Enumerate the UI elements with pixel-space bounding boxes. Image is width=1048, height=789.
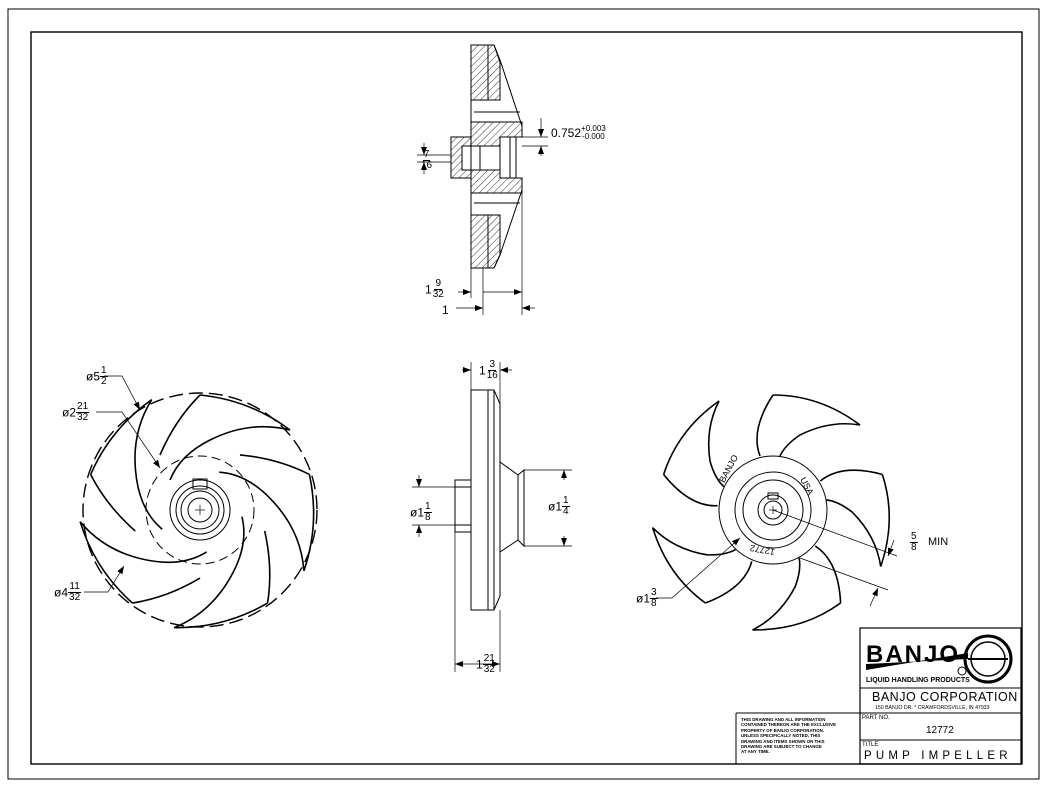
dim-side-left-den: 8: [425, 512, 431, 523]
dim-side-right-num: 1: [562, 495, 570, 507]
title-label: TITLE: [862, 742, 879, 748]
outer-border: [7, 8, 1040, 780]
dim-side-right-sym: ø1: [548, 499, 563, 514]
dim-back-min-num: 5: [910, 531, 918, 543]
back-view: [634, 390, 911, 655]
notice-line: CONTAINED THEREON ARE THE EXCLUSIVE: [741, 722, 836, 728]
dim-back-hub-sym: ø1: [636, 591, 651, 606]
notice-line: DRAWING ARE SUBJECT TO CHANGE: [741, 744, 822, 750]
notice-line: THIS DRAWING AND ALL INFORMATION: [741, 717, 826, 722]
dim-front-bottom-den: 32: [69, 592, 81, 603]
dim-front-outer-den: 2: [101, 376, 107, 387]
dim-front-bottom-sym: ø4: [54, 585, 69, 600]
part-no-label: PART NO.: [862, 715, 890, 721]
dim-side-bottom-den: 32: [483, 664, 495, 675]
part-no-value: 12772: [926, 725, 954, 736]
dim-back-hub-num: 3: [650, 587, 658, 599]
dim-recess-num: 7: [422, 149, 431, 161]
dim-back-min-den: 8: [911, 542, 917, 553]
dim-face-whole: 1: [442, 302, 449, 317]
dim-side-bottom-num: 21: [482, 653, 496, 665]
dim-back-hub-den: 8: [651, 598, 657, 609]
dim-hub-length-whole: 1: [425, 282, 432, 297]
dim-face: 1: [442, 302, 449, 318]
notice-line: AT ANY TIME.: [741, 749, 770, 755]
dim-side-right-den: 4: [563, 506, 569, 517]
company-name: BANJO CORPORATION: [872, 690, 1018, 704]
notice-line: UNLESS SPECIFICALLY NOTED, THIS: [741, 733, 821, 739]
title-block: [735, 627, 1022, 765]
notice-line: PROPERTY OF BANJO CORPORATION.: [741, 727, 825, 733]
dim-front-outer-sym: ø5: [86, 369, 101, 384]
dim-bore-base: 0.752: [551, 126, 582, 140]
dim-side-top-num: 3: [488, 359, 497, 371]
logo-subtitle: LIQUID HANDLING PRODUCTS: [866, 677, 970, 684]
dim-bore-minus: -0.000: [582, 132, 605, 141]
front-view: [58, 375, 338, 657]
dim-back-min-suffix: MIN: [928, 536, 949, 548]
notice-line: DRAWING AND ITEMS SHOWN ON THIS: [741, 738, 825, 744]
dim-bore-plus: +0.003: [581, 124, 606, 133]
section-view: [417, 44, 548, 315]
side-view: [412, 362, 572, 672]
company-address: 150 BANJO DR. * CRAWFORDSVILLE, IN 47933: [875, 705, 990, 711]
dim-front-bottom-num: 11: [68, 581, 81, 593]
dim-side-top-whole: 1: [479, 363, 486, 378]
inner-border: [30, 31, 1023, 765]
dim-bore: 0.752+0.003-0.000: [551, 125, 606, 141]
logo-text: BANJO: [866, 641, 961, 668]
banjo-logo: [866, 634, 1013, 684]
dim-front-mid-den: 32: [77, 412, 89, 423]
dim-side-left-sym: ø1: [410, 505, 425, 520]
dim-recess-den: 16: [421, 160, 433, 171]
dim-hub-length-den: 32: [432, 289, 444, 300]
ownership-notice: THIS DRAWING AND ALL INFORMATION CONTAIN…: [741, 717, 836, 755]
dim-side-bottom-whole: 1: [476, 657, 483, 672]
dim-front-mid-sym: ø2: [62, 405, 77, 420]
dim-front-outer-num: 1: [100, 365, 108, 377]
dim-hub-length-num: 9: [434, 278, 443, 290]
dim-side-left-num: 1: [424, 501, 432, 513]
dim-side-top-den: 16: [486, 370, 498, 381]
dim-front-mid-num: 21: [76, 401, 90, 413]
drawing-title: PUMP IMPELLER: [864, 750, 1012, 762]
